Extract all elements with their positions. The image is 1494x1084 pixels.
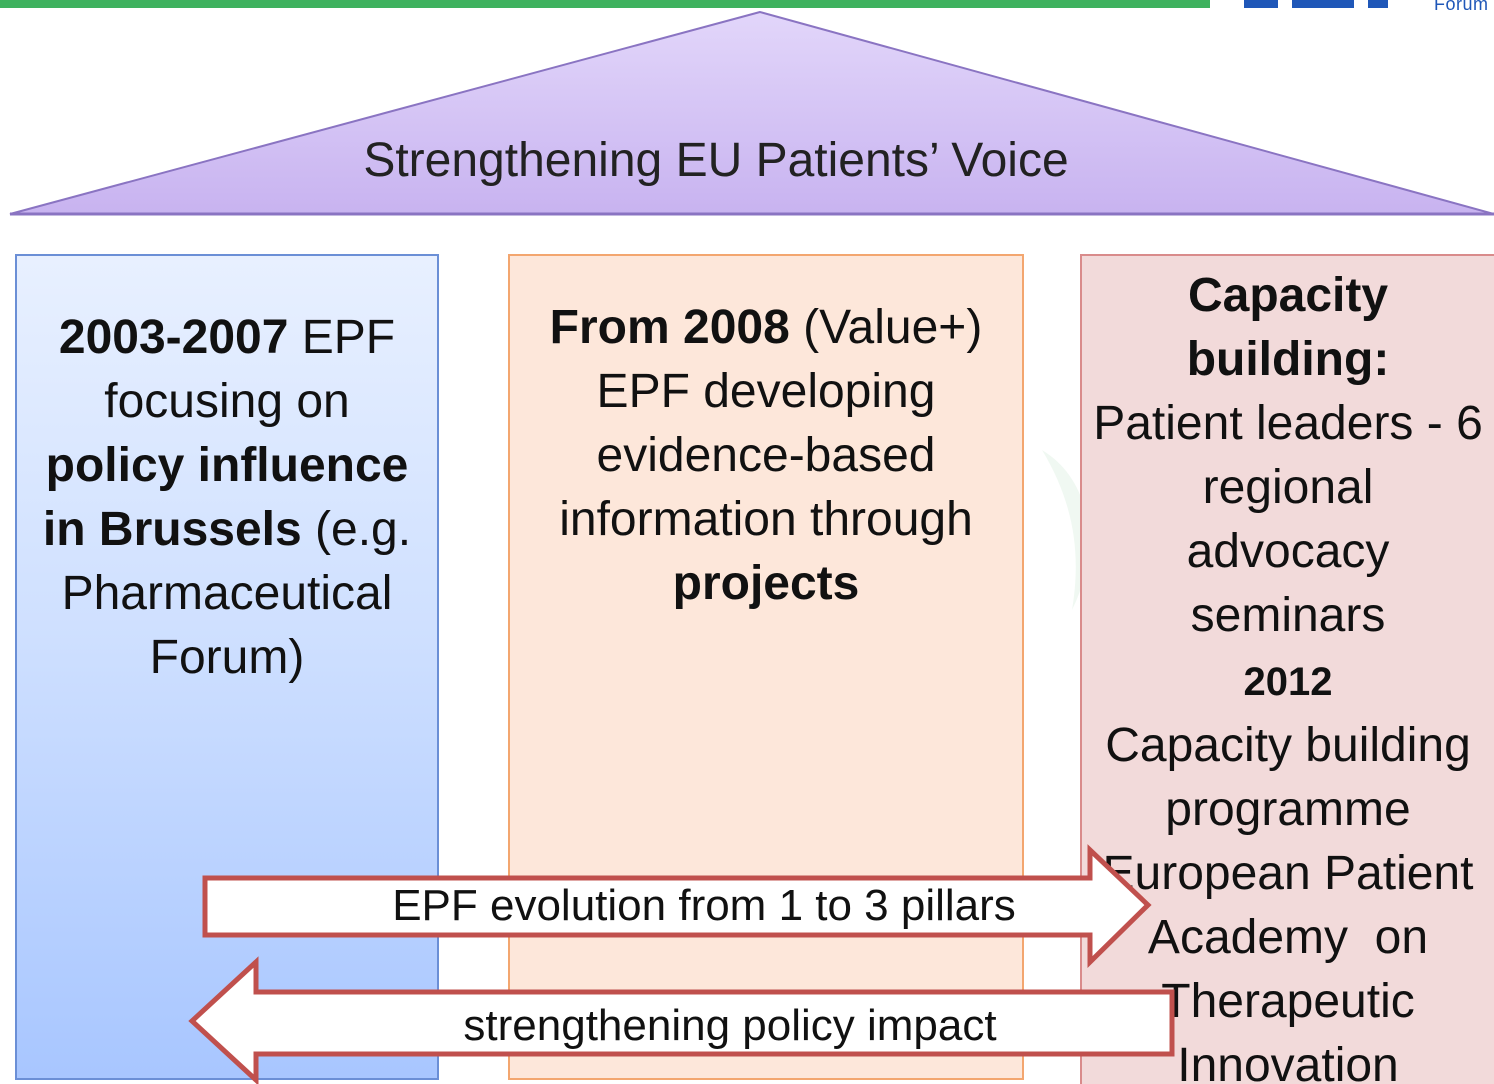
logo-icon: [1244, 0, 1394, 8]
pillar-projects-text: From 2008 (Value+) EPF developing eviden…: [549, 301, 983, 610]
top-green-bar: [0, 0, 1210, 8]
pillar-policy-text: 2003-2007 EPF focusing on policy influen…: [42, 311, 412, 684]
pillar-policy: 2003-2007 EPF focusing on policy influen…: [15, 254, 439, 1080]
pillar-projects: From 2008 (Value+) EPF developing eviden…: [508, 254, 1024, 1080]
forward-arrow-label: EPF evolution from 1 to 3 pillars: [392, 881, 1016, 930]
roof-label: Strengthening EU Patients’ Voice: [363, 134, 1069, 187]
logo-word: Forum: [1434, 0, 1489, 14]
roof-triangle: [9, 10, 1494, 216]
leaf-watermark-icon: [1042, 450, 1089, 610]
backward-arrow-label: strengthening policy impact: [463, 1001, 997, 1050]
pillar-capacity-text: Capacity building: Patient leaders - 6 r…: [1093, 269, 1483, 1084]
pillar-capacity: Capacity building: Patient leaders - 6 r…: [1080, 254, 1494, 1084]
